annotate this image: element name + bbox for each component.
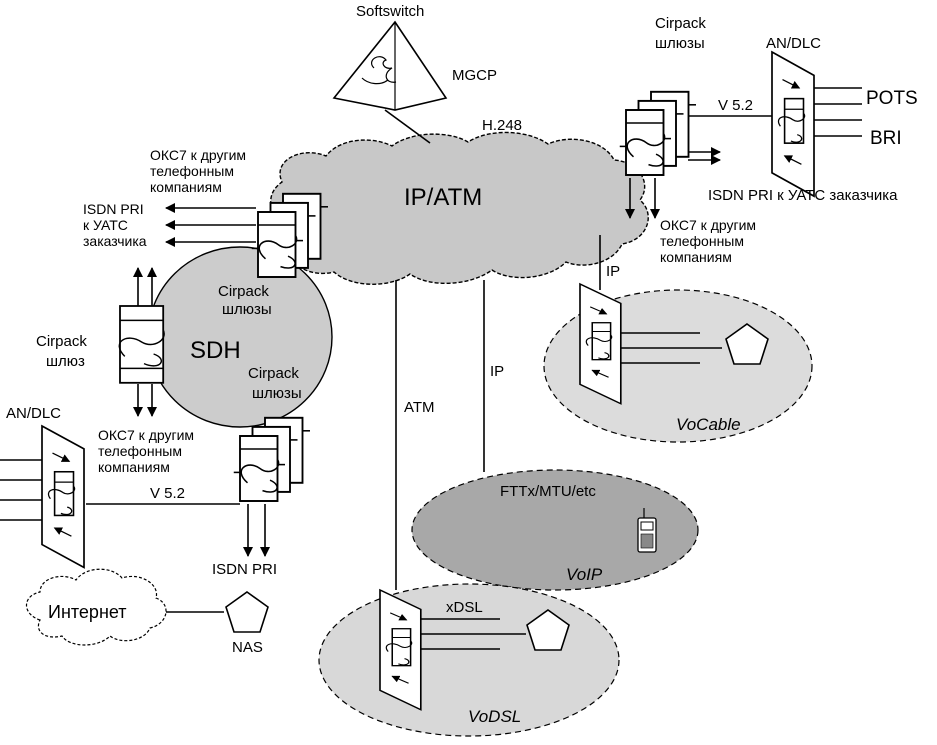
vodsl-label: VoDSL bbox=[468, 707, 521, 726]
internet-label: Интернет bbox=[48, 602, 127, 622]
voip-label: VoIP bbox=[566, 565, 603, 584]
nas-terminal-icon bbox=[225, 591, 269, 633]
isdn-pri-left-label-1: ISDN PRI bbox=[83, 201, 144, 217]
cirpack-low-label: Cirpack bbox=[248, 365, 299, 382]
cirpack-mid-label: Cirpack bbox=[218, 283, 269, 300]
atm-label: ATM bbox=[404, 399, 435, 416]
mobile-phone-icon bbox=[637, 508, 657, 553]
internet-cloud bbox=[25, 568, 167, 646]
oks7-low-label-1: ОКС7 к другим bbox=[98, 427, 194, 443]
isdn-pri-bottom-label: ISDN PRI bbox=[212, 561, 277, 578]
ip-atm-label: IP/ATM bbox=[404, 184, 482, 211]
h248-label: H.248 bbox=[482, 117, 522, 134]
access-node-vocable-icon bbox=[580, 284, 621, 404]
softswitch-label: Softswitch bbox=[356, 3, 424, 20]
oks7-left-label-2: телефонным bbox=[150, 163, 234, 179]
cirpack-gateway-single-icon bbox=[118, 305, 166, 384]
xdsl-label: xDSL bbox=[446, 599, 483, 616]
oks7-right-label-3: компаниям bbox=[660, 249, 732, 265]
isdn-pri-left-label-3: заказчика bbox=[83, 233, 147, 249]
softswitch-icon bbox=[332, 20, 448, 111]
isdn-pri-client-right-label: ISDN PRI к УАТС заказчика bbox=[708, 187, 898, 204]
nas-label: NAS bbox=[232, 639, 263, 656]
oks7-low-label-2: телефонным bbox=[98, 443, 182, 459]
an-dlc-left-label: AN/DLC bbox=[6, 405, 61, 422]
voip-zone bbox=[411, 469, 699, 591]
ip-mid-label: IP bbox=[490, 363, 504, 380]
mgcp-label: MGCP bbox=[452, 67, 497, 84]
access-node-top-right-icon bbox=[772, 52, 814, 196]
oks7-right-label-1: ОКС7 к другим bbox=[660, 217, 756, 233]
an-dlc-top-label: AN/DLC bbox=[766, 35, 821, 52]
oks7-right-label-2: телефонным bbox=[660, 233, 744, 249]
cirpack-single-label-2: шлюз bbox=[46, 353, 85, 370]
isdn-pri-left-label-2: к УАТС bbox=[83, 217, 128, 233]
cirpack-gateway-low-icon bbox=[232, 416, 311, 502]
cirpack-top-label: Cirpack bbox=[655, 15, 706, 32]
oks7-left-label-3: компаниям bbox=[150, 179, 222, 195]
sdh-label: SDH bbox=[190, 337, 241, 364]
bri-label: BRI bbox=[870, 128, 902, 149]
vocable-label: VoCable bbox=[676, 415, 741, 434]
v52-top-label: V 5.2 bbox=[718, 97, 753, 114]
oks7-left-label-1: ОКС7 к другим bbox=[150, 147, 246, 163]
v52-left-label: V 5.2 bbox=[150, 485, 185, 502]
cirpack-single-label: Cirpack bbox=[36, 333, 87, 350]
access-node-left-icon bbox=[42, 426, 84, 567]
cirpack-top-label-2: шлюзы bbox=[655, 35, 705, 52]
access-node-vodsl-icon bbox=[380, 590, 421, 710]
ip-right-label: IP bbox=[606, 263, 620, 280]
cirpack-mid-label-2: шлюзы bbox=[222, 301, 272, 318]
oks7-low-label-3: компаниям bbox=[98, 459, 170, 475]
cirpack-gateway-top-right-icon bbox=[618, 90, 697, 176]
pots-label: POTS bbox=[866, 88, 918, 109]
fttx-label: FTTx/MTU/etc bbox=[500, 483, 596, 500]
cirpack-low-label-2: шлюзы bbox=[252, 385, 302, 402]
